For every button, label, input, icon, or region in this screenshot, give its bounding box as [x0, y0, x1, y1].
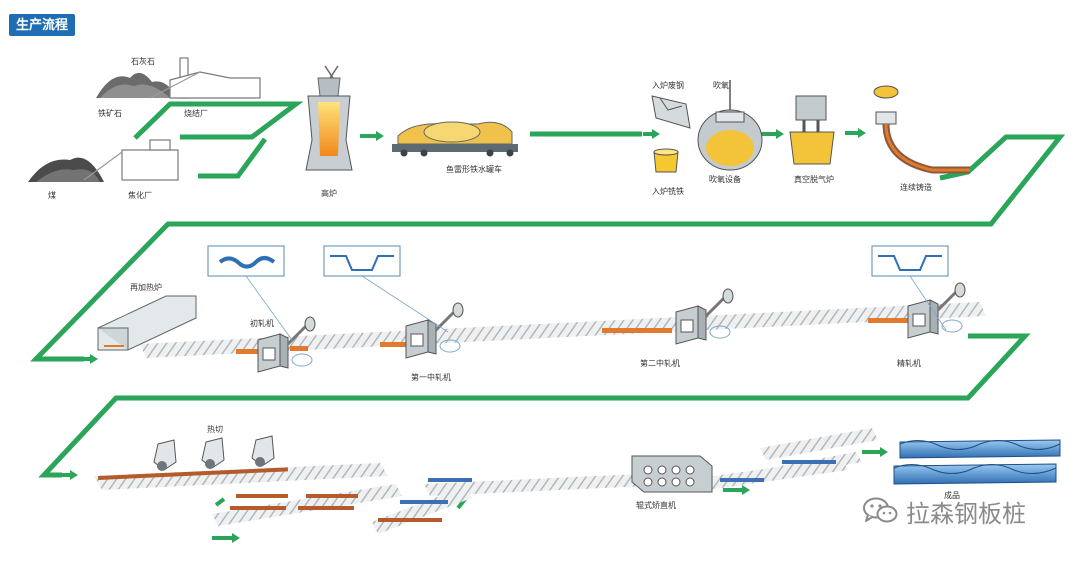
sinter-plant	[149, 57, 261, 99]
oxygen-blow-label: 吹氧	[713, 81, 729, 90]
reheating-furnace	[97, 295, 197, 351]
coal-pile	[28, 157, 104, 182]
blast-furnace	[305, 65, 353, 171]
oxygen-equipment-label: 吹氧设备	[709, 175, 741, 184]
second-intermediate-mill-label: 第二中轧机	[640, 359, 680, 368]
hot-metal-ladle	[653, 148, 679, 173]
torpedo-car	[392, 121, 518, 157]
watermark: 拉森钢板桩	[862, 495, 1026, 528]
vacuum-degassing	[789, 95, 835, 165]
iron-ore-label: 铁矿石	[98, 109, 122, 118]
finishing-mill-stand	[907, 282, 966, 339]
roller-straightener-label: 辊式矫直机	[636, 501, 676, 510]
scrap-charge	[651, 95, 691, 129]
finished-product-label: 成品	[944, 491, 960, 500]
coal-label: 煤	[48, 191, 56, 200]
vacuum-degassing-label: 真空脱气炉	[794, 175, 834, 184]
roughing-mill-stand	[257, 316, 316, 373]
sinter-plant-label: 烧结厂	[184, 109, 208, 118]
finishing-mill-label: 精轧机	[897, 359, 921, 368]
torpedo-car-label: 鱼雷形铁水罐车	[446, 165, 502, 174]
section-title-badge: 生产流程	[9, 14, 76, 36]
first-intermediate-mill-stand	[405, 302, 464, 359]
limestone-pile	[96, 72, 178, 98]
first-intermediate-mill-label: 第一中轧机	[411, 373, 451, 382]
cool-bars	[400, 460, 836, 504]
continuous-caster	[873, 85, 970, 174]
sheet-pile-stack	[893, 439, 1061, 485]
straightener-machine	[631, 455, 713, 493]
coking-plant	[83, 139, 179, 181]
blast-furnace-label: 高炉	[321, 189, 337, 198]
profile-inset-1	[207, 245, 293, 341]
limestone-label: 石灰石	[131, 57, 155, 66]
hot-bars	[98, 467, 442, 522]
scrap-charge-label: 入炉废钢	[652, 81, 684, 90]
roller-table-row2	[140, 302, 986, 358]
watermark-text: 拉森钢板桩	[906, 500, 1026, 528]
second-intermediate-mill-stand	[675, 288, 734, 345]
reheating-furnace-label: 再加热炉	[130, 283, 162, 292]
flow-line	[30, 101, 1066, 478]
hot-saws	[153, 435, 275, 471]
slab-row2	[236, 318, 916, 354]
profile-inset-2	[323, 245, 449, 333]
roughing-mill-label: 初轧机	[250, 319, 274, 328]
converter	[697, 80, 763, 171]
rolling-mills	[257, 282, 966, 373]
coking-plant-label: 焦化厂	[128, 191, 152, 200]
wechat-icon	[863, 497, 898, 523]
hot-metal-charge-label: 入炉铣铁	[652, 187, 684, 196]
hot-cutting-label: 热切	[207, 425, 223, 434]
profile-inset-3	[871, 245, 949, 331]
continuous-casting-label: 连续铸造	[900, 183, 932, 192]
